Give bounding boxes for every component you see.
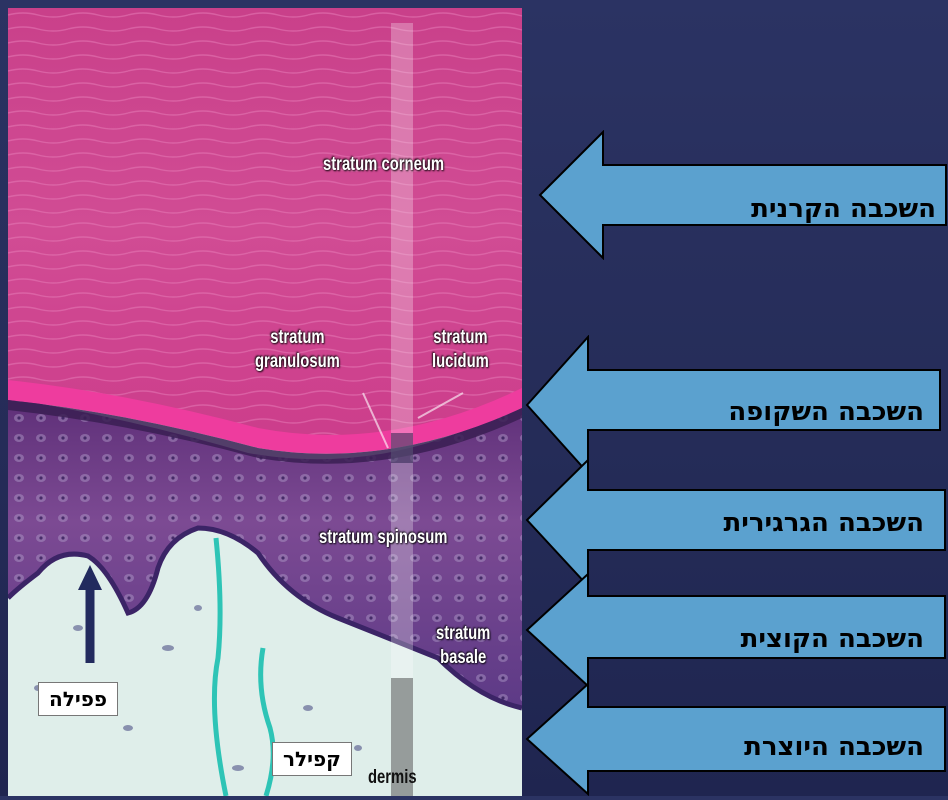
arrow-stratum-spinosum: השכבה הקוצית	[525, 572, 948, 688]
skin-micrograph: stratum corneum stratum granulosum strat…	[8, 8, 522, 796]
label-dermis: dermis	[368, 768, 417, 787]
label-stratum-lucidum: stratum lucidum	[432, 326, 489, 374]
label-stratum-basale: stratum basale	[436, 622, 490, 670]
arrow-label-4: השכבה הקוצית	[741, 624, 924, 654]
capillary-label: קפילר	[272, 742, 352, 776]
label-stratum-corneum: stratum corneum	[323, 155, 444, 174]
arrow-stratum-granulosum: השכבה הגרגירית	[525, 458, 948, 588]
arrow-stratum-basale: השכבה היוצרת	[525, 682, 948, 796]
arrow-stratum-lucidum: השכבה השקופה	[525, 335, 948, 475]
label-stratum-spinosum: stratum spinosum	[319, 528, 447, 547]
papilla-label: פפילה	[38, 682, 118, 716]
micrograph-illustration	[8, 8, 522, 796]
arrow-label-1: השכבה הקרנית	[751, 194, 936, 224]
arrow-label-3: השכבה הגרגירית	[723, 508, 924, 538]
arrow-label-5: השכבה היוצרת	[744, 732, 924, 762]
arrow-label-2: השכבה השקופה	[728, 397, 924, 427]
arrow-stratum-corneum: השכבה הקרנית	[538, 130, 948, 260]
label-stratum-granulosum: stratum granulosum	[255, 326, 340, 374]
